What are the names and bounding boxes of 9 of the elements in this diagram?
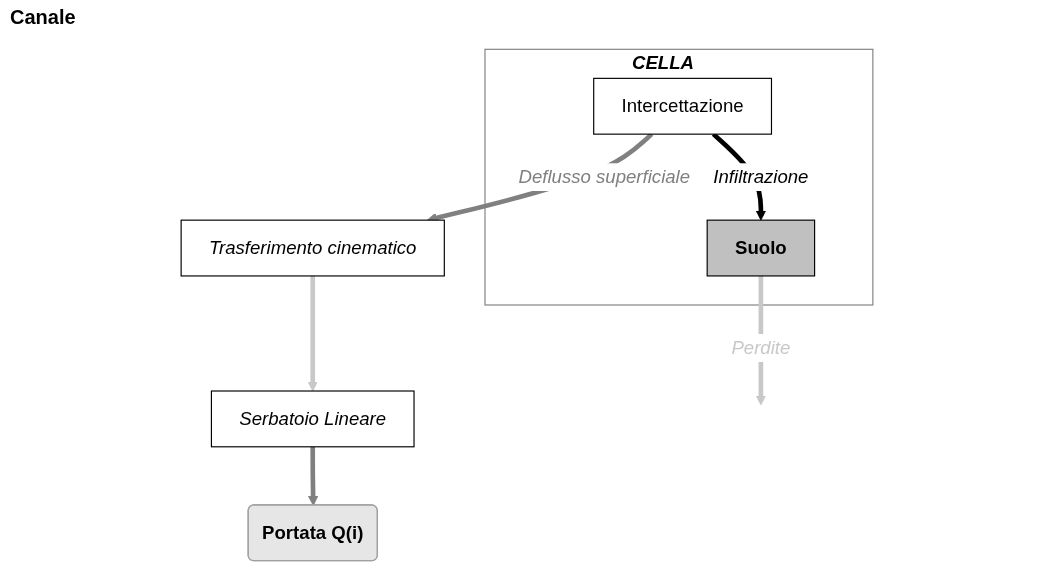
node-box: Intercettazione	[593, 77, 773, 135]
node-box: Suolo	[706, 219, 816, 277]
node-box: Serbatoio Lineare	[210, 390, 415, 448]
node-box: Trasferimento cinematico	[180, 219, 445, 277]
arrow	[308, 446, 319, 506]
edge-label: Infiltrazione	[713, 166, 809, 187]
arrow	[307, 275, 318, 392]
heading-text: Canale	[10, 6, 76, 28]
edge-label: Deflusso superficiale	[518, 166, 691, 187]
